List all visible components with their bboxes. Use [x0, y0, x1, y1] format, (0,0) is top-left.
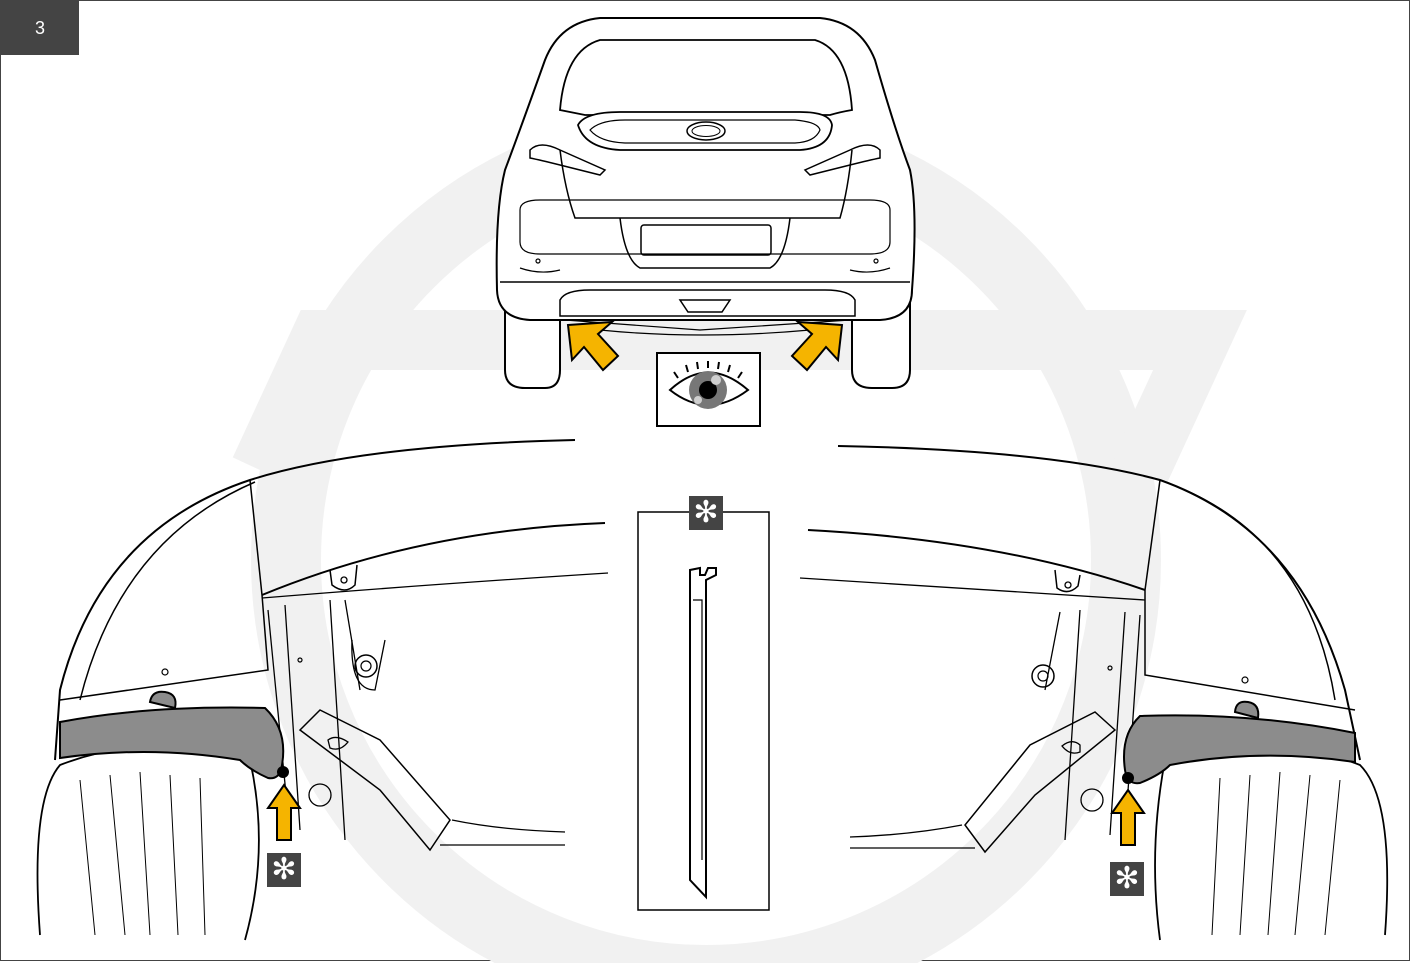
arrow-icon — [266, 783, 1146, 846]
trim-removal-tool-icon — [637, 511, 770, 911]
mudguard-part — [59, 690, 1356, 785]
note-marker: ✻ — [267, 853, 301, 887]
step-number-badge: 3 — [1, 1, 79, 55]
note-marker: ✻ — [1110, 862, 1144, 896]
note-marker: ✻ — [689, 496, 723, 530]
eye-icon — [656, 352, 761, 427]
car-rear-view — [495, 17, 916, 389]
arrow-icon — [566, 320, 844, 372]
bumper-underside-view — [36, 439, 1389, 941]
